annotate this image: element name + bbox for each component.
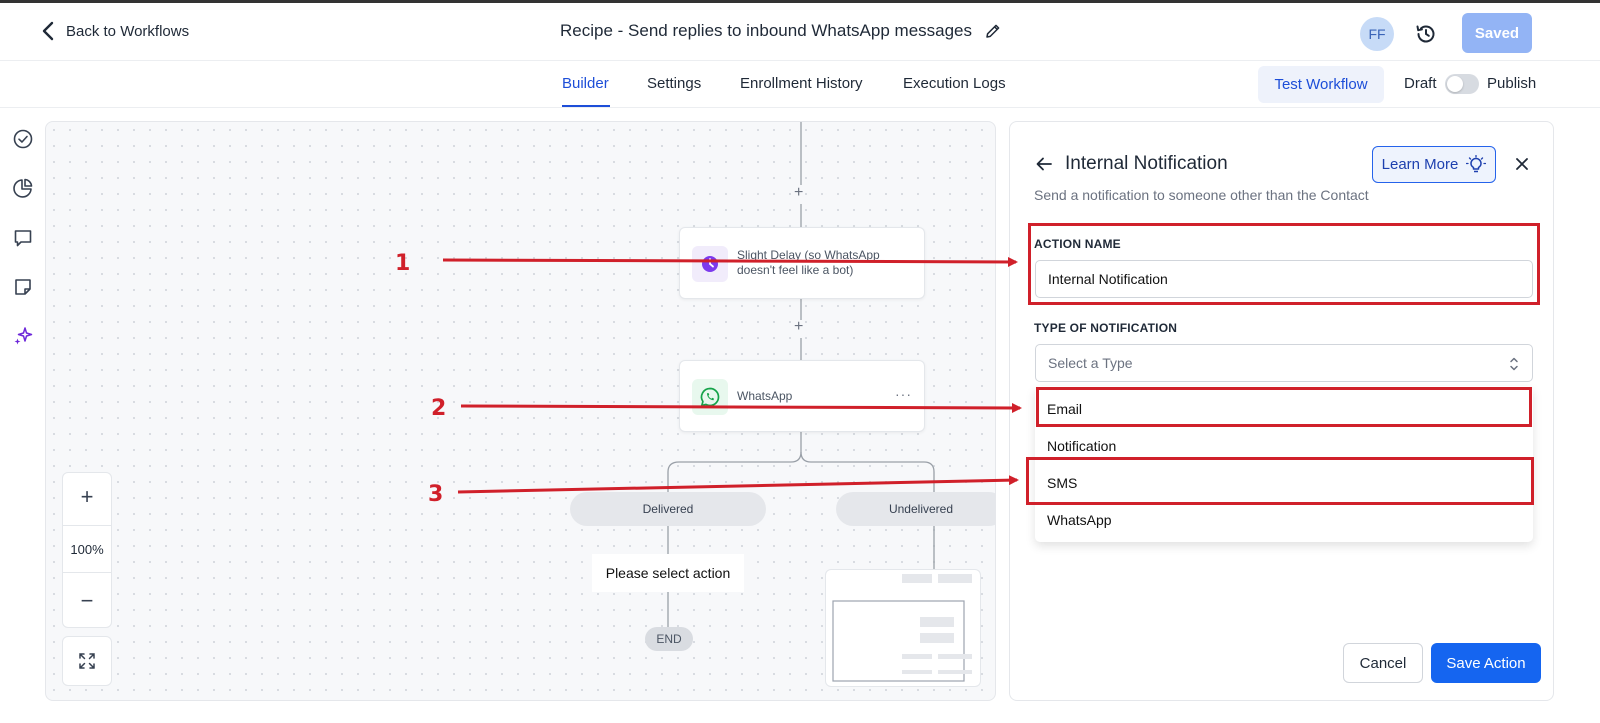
option-notification[interactable]: Notification xyxy=(1047,438,1117,454)
end-marker: END xyxy=(645,627,693,651)
learn-more-label: Learn More xyxy=(1381,156,1459,173)
panel-subtitle: Send a notification to someone other tha… xyxy=(1034,187,1369,203)
minimap[interactable] xyxy=(825,569,981,687)
chat-bubble-icon[interactable] xyxy=(12,227,34,249)
back-label: Back to Workflows xyxy=(66,22,190,40)
node-menu-button[interactable]: ··· xyxy=(895,386,912,402)
note-icon[interactable] xyxy=(12,276,34,298)
tab-enrollment-history[interactable]: Enrollment History xyxy=(740,75,863,92)
option-whatsapp[interactable]: WhatsApp xyxy=(1047,512,1112,528)
back-to-workflows-link[interactable]: Back to Workflows xyxy=(40,21,189,41)
chevron-left-icon xyxy=(42,21,54,41)
whatsapp-node[interactable]: WhatsApp ··· xyxy=(679,360,925,432)
expand-icon xyxy=(79,653,95,669)
annotation-number-3: 3 xyxy=(428,482,444,507)
top-header: Back to Workflows Recipe - Send replies … xyxy=(0,3,1600,61)
notification-type-placeholder: Select a Type xyxy=(1048,355,1133,371)
annotation-box-email xyxy=(1036,387,1532,427)
publish-label: Publish xyxy=(1487,75,1537,92)
annotation-number-2: 2 xyxy=(431,396,447,421)
check-circle-icon[interactable] xyxy=(12,128,34,150)
zoom-controls: + 100% − xyxy=(62,472,112,628)
tab-execution-logs[interactable]: Execution Logs xyxy=(903,75,1006,92)
workflow-title-area: Recipe - Send replies to inbound WhatsAp… xyxy=(560,21,1002,41)
select-action-placeholder[interactable]: Please select action xyxy=(592,554,744,592)
tab-bar: Builder Settings Enrollment History Exec… xyxy=(0,61,1600,108)
zoom-in-button[interactable]: + xyxy=(80,484,94,509)
cancel-button[interactable]: Cancel xyxy=(1343,643,1423,683)
notification-type-dropdown: Email Notification SMS WhatsApp xyxy=(1035,386,1533,542)
lightbulb-icon xyxy=(1466,154,1487,172)
saved-button[interactable]: Saved xyxy=(1462,13,1532,53)
workflow-title: Recipe - Send replies to inbound WhatsAp… xyxy=(560,21,973,40)
action-name-input[interactable] xyxy=(1035,260,1533,298)
chevron-up-down-icon xyxy=(1510,357,1518,371)
window-top-border xyxy=(0,0,1600,3)
workflow-canvas[interactable]: + + Slight Delay (so WhatsApp doesn't fe… xyxy=(45,121,996,701)
connector-lines xyxy=(667,122,935,627)
annotation-box-action-name xyxy=(1028,223,1540,305)
tab-builder[interactable]: Builder xyxy=(562,75,609,92)
sparkles-icon[interactable] xyxy=(12,325,34,347)
zoom-out-button[interactable]: − xyxy=(80,588,94,613)
pie-chart-icon[interactable] xyxy=(12,177,34,199)
save-action-button[interactable]: Save Action xyxy=(1431,643,1541,683)
pencil-icon[interactable] xyxy=(984,22,1002,40)
add-step-button[interactable]: + xyxy=(794,318,804,335)
branch-delivered[interactable]: Delivered xyxy=(570,492,766,526)
close-icon[interactable] xyxy=(1512,154,1532,174)
panel-title: Internal Notification xyxy=(1065,153,1228,174)
notification-type-select[interactable]: Select a Type xyxy=(1035,344,1533,382)
notification-type-label: TYPE OF NOTIFICATION xyxy=(1034,321,1178,335)
annotation-number-1: 1 xyxy=(395,251,411,276)
branch-undelivered[interactable]: Undelivered xyxy=(836,492,995,526)
whatsapp-icon xyxy=(692,379,728,415)
minimap-preview xyxy=(832,574,972,682)
option-sms[interactable]: SMS xyxy=(1047,475,1078,491)
arrow-left-icon[interactable] xyxy=(1034,154,1054,174)
annotation-box-sms xyxy=(1026,457,1534,505)
whatsapp-node-label: WhatsApp xyxy=(737,389,793,403)
action-name-label: ACTION NAME xyxy=(1034,237,1121,251)
test-workflow-button[interactable]: Test Workflow xyxy=(1258,66,1384,103)
option-email[interactable]: Email xyxy=(1047,401,1083,417)
zoom-level: 100% xyxy=(63,525,111,573)
clock-icon xyxy=(692,246,728,282)
publish-toggle[interactable] xyxy=(1445,74,1479,94)
toggle-knob xyxy=(1447,76,1463,92)
active-tab-indicator xyxy=(562,105,610,107)
fit-view-button[interactable] xyxy=(62,636,112,686)
learn-more-button[interactable]: Learn More xyxy=(1372,146,1496,183)
draft-label: Draft xyxy=(1404,75,1437,92)
tab-settings[interactable]: Settings xyxy=(647,75,702,92)
avatar[interactable]: FF xyxy=(1360,17,1394,51)
history-icon[interactable] xyxy=(1414,22,1438,46)
action-config-panel: Internal Notification Learn More Send a … xyxy=(1009,121,1554,701)
delay-node-label: Slight Delay (so WhatsApp doesn't feel l… xyxy=(737,248,880,277)
add-step-button[interactable]: + xyxy=(794,184,804,201)
